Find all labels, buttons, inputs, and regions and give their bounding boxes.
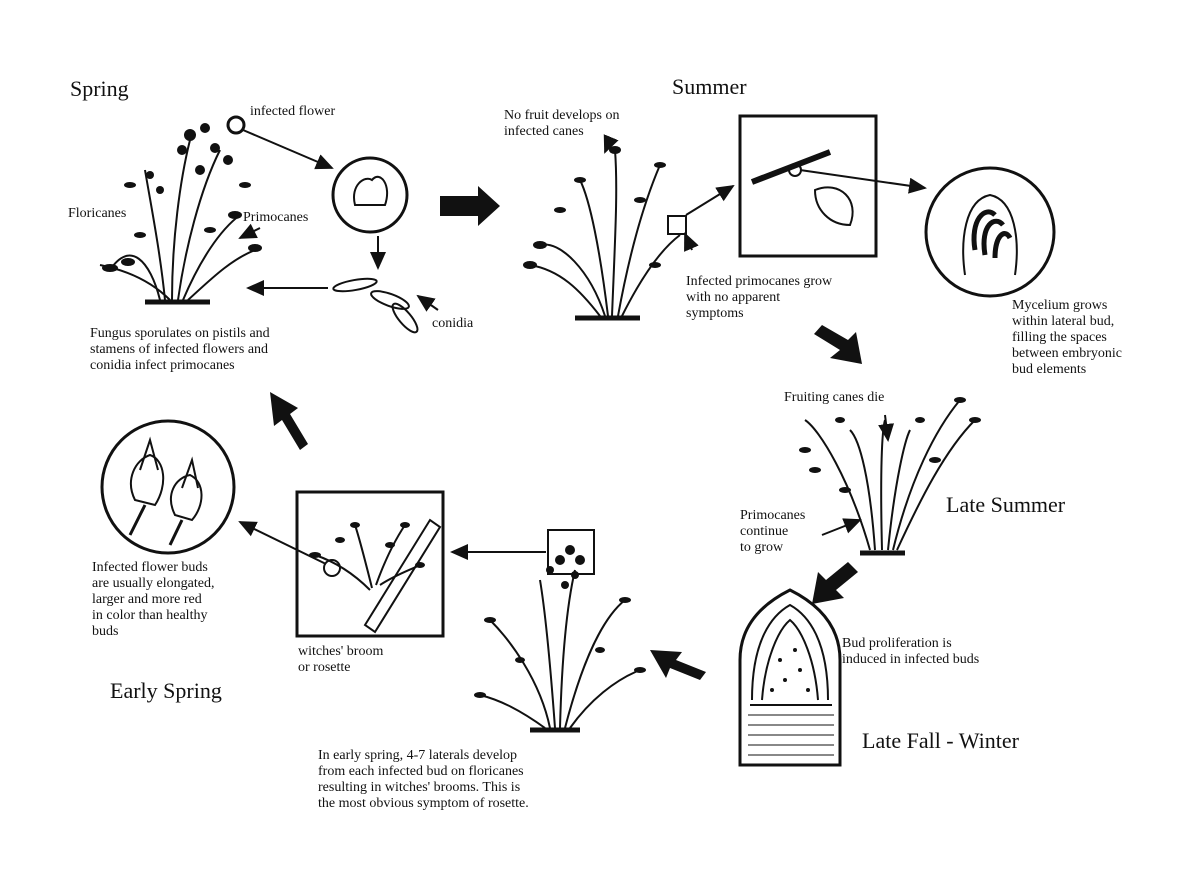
label-primocanes: Primocanes [243, 210, 308, 226]
label-floricanes: Floricanes [68, 206, 126, 222]
cycle-arrows [270, 186, 862, 680]
label-primocanes-continue: Primocanes continue to grow [740, 508, 805, 556]
early-spring-plant-illustration [452, 530, 646, 730]
conidia-illustration [240, 228, 438, 336]
infected-flower-closeup [243, 130, 407, 268]
label-conidia: conidia [432, 316, 473, 332]
season-title-summer: Summer [672, 74, 747, 100]
infected-cane-closeup-box [740, 116, 925, 256]
label-early-spring-laterals: In early spring, 4-7 laterals develop fr… [318, 748, 529, 812]
mycelium-bud-closeup [926, 168, 1054, 296]
label-infected-flower: infected flower [250, 104, 335, 120]
infected-flower-buds-closeup [102, 421, 234, 553]
season-title-early-spring: Early Spring [110, 678, 222, 704]
label-infected-primocanes: Infected primocanes grow with no apparen… [686, 274, 832, 322]
label-mycelium: Mycelium grows within lateral bud, filli… [1012, 298, 1122, 378]
season-title-spring: Spring [70, 76, 129, 102]
season-title-late-fall-winter: Late Fall - Winter [862, 728, 1019, 754]
label-witches-broom: witches' broom or rosette [298, 644, 383, 676]
label-fruiting-canes-die: Fruiting canes die [784, 390, 884, 406]
witches-broom-closeup-box [240, 492, 443, 636]
late-summer-plant-illustration [799, 397, 981, 553]
label-infected-flower-buds: Infected flower buds are usually elongat… [92, 560, 214, 640]
label-bud-proliferation: Bud proliferation is induced in infected… [842, 636, 979, 668]
season-title-late-summer: Late Summer [946, 492, 1065, 518]
label-fungus-sporulates: Fungus sporulates on pistils and stamens… [90, 326, 270, 374]
label-no-fruit: No fruit develops on infected canes [504, 108, 619, 140]
bud-proliferation-illustration [740, 590, 840, 765]
